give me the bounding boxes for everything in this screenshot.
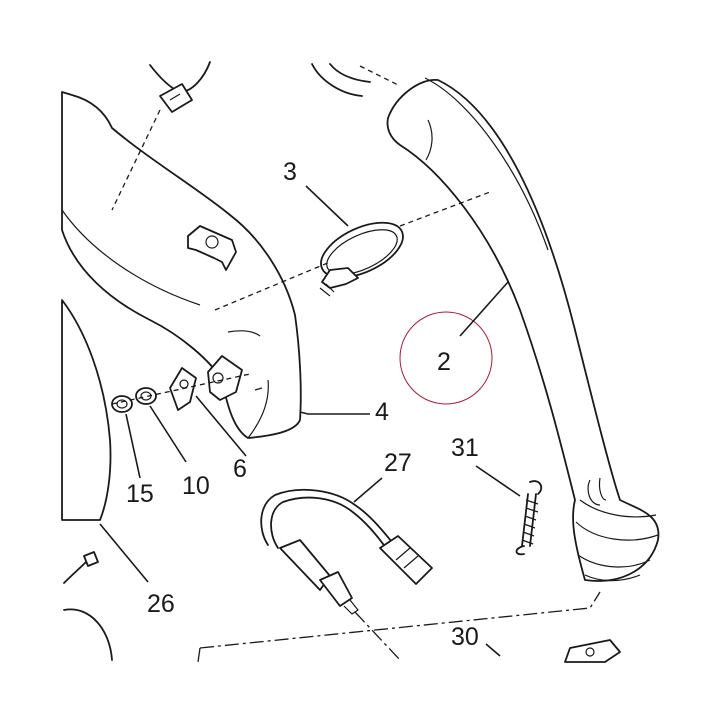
muffler-body-part — [61, 91, 302, 521]
callout-30: 30 — [451, 623, 479, 651]
assembly-lines — [111, 65, 601, 663]
callout-27: 27 — [384, 449, 412, 477]
wire-part — [63, 551, 113, 661]
callout-highlight-circle — [399, 311, 493, 405]
clamp-part — [319, 221, 404, 297]
gasket-part — [564, 639, 621, 663]
spring-part — [515, 480, 543, 556]
callout-4: 4 — [375, 398, 389, 426]
callout-31: 31 — [451, 434, 479, 462]
header-pipe-fragment — [311, 63, 371, 97]
callout-10: 10 — [182, 472, 210, 500]
exhaust-pipe-part — [386, 77, 660, 582]
callout-labels: 3 2 4 6 10 15 27 31 26 30 — [126, 158, 479, 651]
washer-part — [135, 387, 157, 405]
callout-2: 2 — [437, 348, 451, 376]
connector-part — [149, 61, 211, 113]
callout-6: 6 — [233, 455, 247, 483]
callout-26: 26 — [147, 590, 175, 618]
oxygen-sensor-part — [260, 488, 433, 615]
callout-3: 3 — [283, 158, 297, 186]
leader-lines — [99, 185, 521, 657]
callout-15: 15 — [126, 480, 154, 508]
